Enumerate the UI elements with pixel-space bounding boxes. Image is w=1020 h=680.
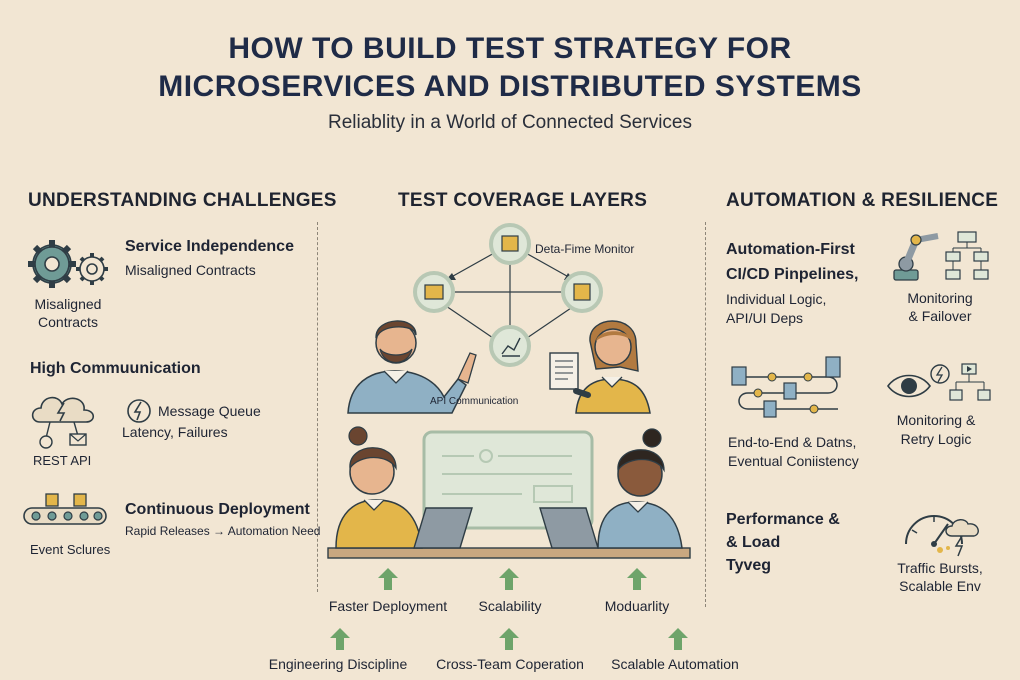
benefit-modularity: Moduarlity <box>604 598 670 614</box>
page-subtitle: Reliablity in a World of Connected Servi… <box>328 112 692 133</box>
e2e-line-1: End-to-End & Datns, <box>728 434 857 450</box>
event-caption: Event Sclures <box>30 542 111 557</box>
team-discussion-illustration <box>347 320 651 414</box>
arrow-up-icon <box>378 568 398 590</box>
arrow-up-icon <box>499 628 519 650</box>
message-queue-line-2: Latency, Failures <box>122 424 228 440</box>
middle-section-heading: TEST COVERAGE LAYERS <box>398 190 648 211</box>
continuous-deployment-desc: Rapid Releases → Automation Need <box>125 524 321 538</box>
benefit-engineering-discipline: Engineering Discipline <box>268 656 408 672</box>
eye-caption-1: Monitoring & <box>896 412 976 428</box>
robot-caption-1: Monitoring <box>907 290 973 306</box>
performance-line-2: & Load <box>726 534 781 551</box>
e2e-line-2: Eventual Coniistency <box>728 453 859 469</box>
service-independence-title: Service Independence <box>125 238 294 255</box>
traffic-caption-1: Traffic Bursts, <box>897 560 983 576</box>
arrow-up-icon <box>627 568 647 590</box>
robot-caption-2: & Failover <box>908 308 972 324</box>
arrow-up-icon <box>499 568 519 590</box>
rest-api-caption: REST API <box>33 453 92 468</box>
message-queue-line-1: Message Queue <box>158 403 261 419</box>
benefit-cross-team: Cross-Team Coperation <box>436 656 584 672</box>
arrow-up-icon <box>330 628 350 650</box>
cloud-network-icon <box>31 396 95 449</box>
continuous-deployment-title: Continuous Deployment <box>125 501 310 518</box>
service-independence-desc: Misaligned Contracts <box>125 262 256 278</box>
high-communication-title: High Commuunication <box>30 360 201 377</box>
pipeline-icon <box>731 356 841 418</box>
performance-line-3: Tyveg <box>726 557 772 574</box>
gears-icon <box>28 240 108 288</box>
lightning-icon <box>127 399 151 423</box>
traffic-gauge-icon <box>905 515 979 557</box>
page-title-line-2: MICROSERVICES AND DISTRIBUTED SYSTEMS <box>158 70 862 103</box>
gear-caption-line-2: Contracts <box>38 314 98 330</box>
benefit-scalability: Scalability <box>478 598 542 614</box>
benefit-scalable-automation: Scalable Automation <box>611 656 739 672</box>
traffic-caption-2: Scalable Env <box>899 578 981 594</box>
service-network-diagram <box>413 223 603 367</box>
performance-line-1: Performance & <box>726 511 840 528</box>
right-section-heading: AUTOMATION & RESILIENCE <box>726 190 999 211</box>
benefit-faster-deployment: Faster Deployment <box>328 598 448 614</box>
eye-caption-2: Retry Logic <box>900 431 972 447</box>
conveyor-icon <box>23 493 107 525</box>
api-communication-label: API Communication <box>430 396 519 407</box>
right-divider <box>705 222 706 607</box>
robot-arm-icon <box>893 231 989 281</box>
page-title-line-1: HOW TO BUILD TEST STRATEGY FOR <box>228 32 792 65</box>
automation-desc-1: Individual Logic, <box>726 291 827 307</box>
gear-caption-line-1: Misaligned <box>34 296 102 312</box>
monitor-label: Deta-Fime Monitor <box>535 242 635 256</box>
team-laptops-illustration <box>327 426 691 559</box>
eye-monitoring-icon <box>887 363 991 401</box>
left-divider <box>317 222 318 592</box>
left-section-heading: UNDERSTANDING CHALLENGES <box>28 190 337 211</box>
automation-first-title-2: CI/CD Pinpelines, <box>726 266 859 283</box>
arrow-up-icon <box>668 628 688 650</box>
automation-first-title-1: Automation-First <box>726 241 855 258</box>
automation-desc-2: API/UI Deps <box>726 310 804 326</box>
